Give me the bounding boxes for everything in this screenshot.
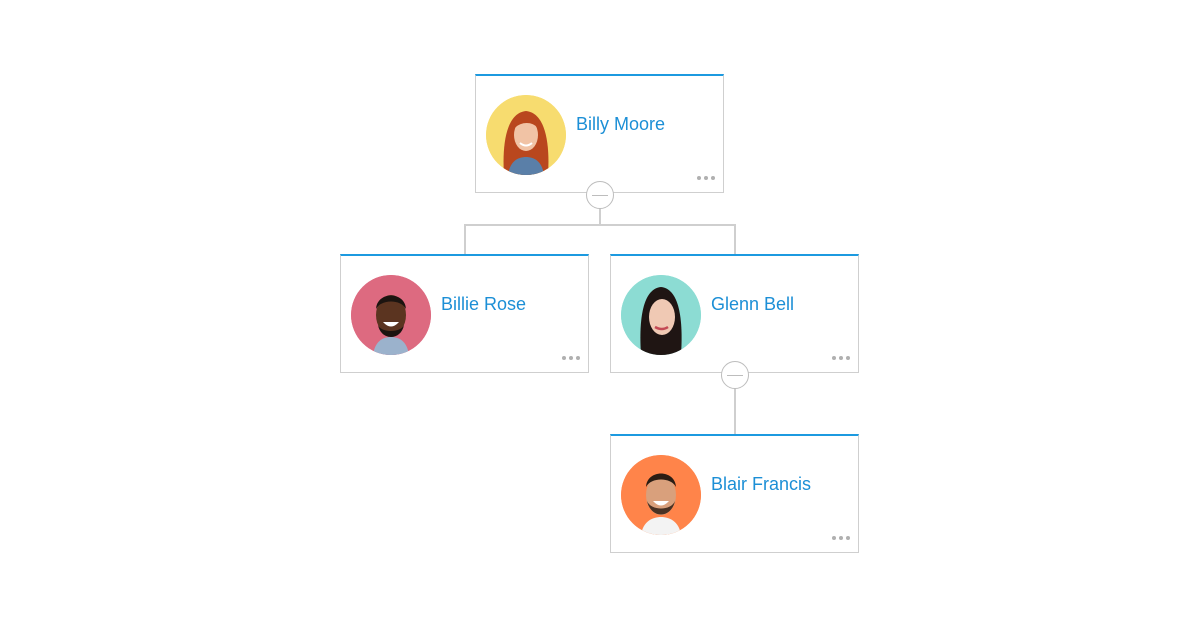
avatar: [486, 95, 566, 175]
node-name[interactable]: Blair Francis: [711, 474, 812, 494]
more-dots-icon[interactable]: [562, 356, 580, 360]
man-beard-smiling-photo-icon: [351, 275, 431, 355]
avatar: [621, 275, 701, 355]
collapse-button-glenn-bell[interactable]: [721, 361, 749, 389]
node-name[interactable]: Billie Rose: [441, 294, 527, 314]
man-stubble-smiling-photo-icon: [621, 455, 701, 535]
org-node-glenn-bell[interactable]: Glenn Bell: [610, 254, 859, 373]
avatar: [351, 275, 431, 355]
connector-glenn-blair: [734, 388, 736, 434]
node-name[interactable]: Glenn Bell: [711, 294, 795, 314]
connector-left-drop: [464, 224, 466, 254]
connector-root-down: [599, 208, 601, 224]
woman-dark-hair-photo-icon: [621, 275, 701, 355]
node-name[interactable]: Billy Moore: [576, 114, 666, 134]
woman-red-hair-photo-icon: [486, 95, 566, 175]
connector-horizontal: [465, 224, 735, 226]
more-dots-icon[interactable]: [832, 356, 850, 360]
org-node-billy-moore[interactable]: Billy Moore: [475, 74, 724, 193]
more-dots-icon[interactable]: [832, 536, 850, 540]
org-node-billie-rose[interactable]: Billie Rose: [340, 254, 589, 373]
connector-right-drop: [734, 224, 736, 254]
avatar: [621, 455, 701, 535]
collapse-button-billy-moore[interactable]: [586, 181, 614, 209]
org-node-blair-francis[interactable]: Blair Francis: [610, 434, 859, 553]
more-dots-icon[interactable]: [697, 176, 715, 180]
